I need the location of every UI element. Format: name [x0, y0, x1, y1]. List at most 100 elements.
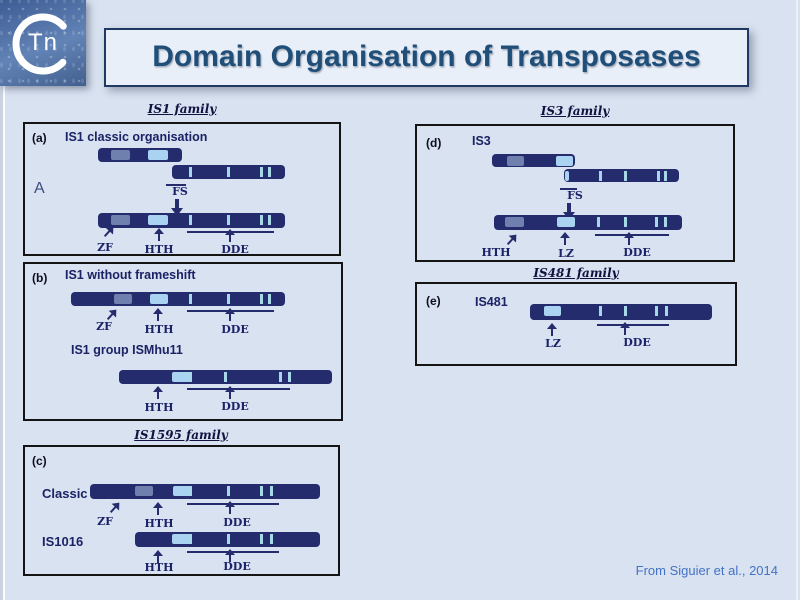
dde-label: DDE [223, 516, 251, 529]
attribution: From Siguier et al., 2014 [635, 563, 778, 578]
panel-d: (d) IS3 FS HTH LZ DDE [415, 124, 735, 262]
up-arrow-icon [624, 232, 634, 245]
logo-c-ring-icon [12, 13, 74, 75]
up-arrow-icon [560, 232, 570, 245]
stripe [655, 306, 658, 316]
stripe [189, 215, 192, 225]
stripe [288, 372, 291, 382]
panel-a: (a) IS1 classic organisation A FS ZF HTH [23, 122, 341, 256]
stripe [655, 217, 658, 227]
panel-a-tag: (a) [32, 131, 47, 145]
panel-c-tag: (c) [32, 454, 47, 468]
zf-segment [111, 150, 130, 160]
panel-b-heading-bottom: IS1 group ISMhu11 [71, 343, 183, 357]
up-arrow-icon [225, 386, 235, 399]
panel-e: (e) IS481 LZ DDE [415, 282, 737, 366]
zf-segment [135, 486, 153, 496]
stripe [227, 215, 230, 225]
fs-label: FS [567, 189, 583, 202]
slide-title: Domain Organisation of Transposases [104, 28, 749, 87]
hth-segment [148, 150, 168, 160]
stripe [268, 215, 271, 225]
stripe [624, 306, 627, 316]
family-title-is1595: IS1595 family [134, 428, 228, 442]
stripe [227, 167, 230, 177]
panel-c-row-is1016: IS1016 [42, 534, 84, 549]
down-arrow-icon [171, 199, 183, 216]
stripe [664, 217, 667, 227]
left-highlight-line [3, 0, 5, 600]
hth-segment-slate [505, 217, 524, 227]
up-arrow-icon [547, 323, 557, 336]
panel-e-tag: (e) [426, 294, 441, 308]
hth-label: HTH [144, 401, 174, 414]
lz-segment [556, 156, 573, 166]
panel-d-tag: (d) [426, 136, 442, 150]
zf-segment [111, 215, 130, 225]
zf-segment [114, 294, 132, 304]
stripe [189, 167, 192, 177]
lz-segment [544, 306, 561, 316]
stripe [270, 534, 273, 544]
up-arrow-icon [225, 501, 235, 514]
dde-label: DDE [623, 336, 651, 349]
stripe [227, 534, 230, 544]
tn-logo: Tn [0, 0, 86, 86]
protein-bar-fused [98, 213, 285, 228]
stripe [268, 294, 271, 304]
zf-label: ZF [97, 515, 113, 528]
protein-bar-orfa [98, 148, 182, 162]
dde-label: DDE [223, 560, 251, 573]
fs-label: FS [172, 185, 188, 198]
stripe [224, 372, 227, 382]
stripe [270, 486, 273, 496]
protein-bar [530, 304, 712, 320]
family-title-is3: IS3 family [540, 104, 610, 118]
panel-b-tag: (b) [32, 271, 48, 285]
up-arrow-icon [153, 386, 163, 399]
hth-segment [173, 486, 191, 496]
stripe [260, 167, 263, 177]
panel-e-heading: IS481 [475, 295, 508, 309]
hth-label: HTH [144, 561, 174, 574]
protein-bar-orfb [564, 169, 679, 182]
hth-segment [150, 294, 168, 304]
panel-c: (c) Classic ZF HTH DDE IS1016 HTH DDE [23, 445, 340, 576]
hth-segment [148, 215, 168, 225]
family-title-is481: IS481 family [533, 266, 619, 280]
panel-c-row-classic: Classic [42, 486, 88, 501]
stripe [189, 486, 192, 496]
dde-label: DDE [221, 243, 249, 256]
hth-segment-slate [507, 156, 524, 166]
stripe [189, 372, 192, 382]
hth-label: HTH [481, 246, 511, 259]
edge-segment [565, 171, 569, 181]
stripe [599, 171, 602, 181]
up-arrow-icon [225, 549, 235, 562]
right-highlight-line [796, 0, 798, 600]
dde-label: DDE [623, 246, 651, 259]
stripe [260, 534, 263, 544]
panel-a-side-label: A [34, 180, 45, 197]
protein-bar [90, 484, 320, 499]
panel-a-heading: IS1 classic organisation [65, 130, 208, 144]
up-arrow-icon [153, 502, 163, 515]
lz-label: LZ [545, 337, 561, 350]
lz-label: LZ [558, 247, 574, 260]
stripe [665, 306, 668, 316]
hth-label: HTH [144, 517, 174, 530]
stripe [227, 486, 230, 496]
hth-segment [172, 372, 191, 382]
dde-label: DDE [221, 400, 249, 413]
left-edge-strip [0, 0, 3, 600]
stripe [279, 372, 282, 382]
up-arrow-icon [225, 229, 235, 242]
panel-b: (b) IS1 without frameshift ZF HTH DDE IS… [23, 262, 343, 421]
stripe [664, 171, 667, 181]
up-arrow-icon [620, 322, 630, 335]
dde-underline [597, 324, 669, 326]
diagonal-arrow-icon [107, 499, 123, 515]
up-arrow-icon [154, 228, 164, 241]
stripe [227, 294, 230, 304]
